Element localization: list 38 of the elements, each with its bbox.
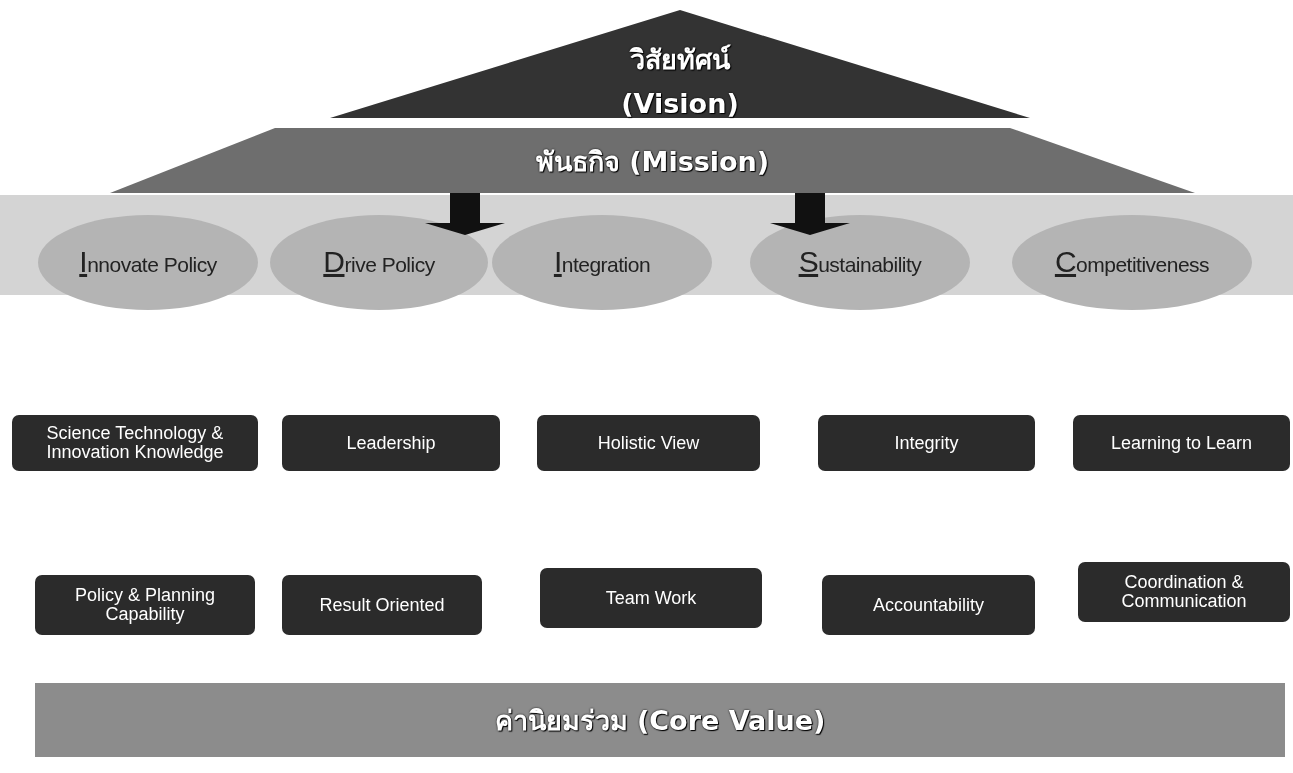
policy-ellipse: [270, 215, 488, 310]
value-box: [818, 415, 1035, 471]
value-label: Learning to Learn: [1109, 433, 1254, 453]
value-box: [1078, 562, 1290, 622]
value-label: Leadership: [345, 433, 437, 453]
policy-ellipse: [492, 215, 712, 310]
heading-label: ค่านิยมร่วม (Core Value): [493, 704, 827, 738]
policy-label: Competitiveness: [1053, 245, 1211, 279]
value-label: Coordination & Communication: [1120, 573, 1248, 611]
value-box: [282, 575, 482, 635]
policy-label: Sustainability: [797, 245, 923, 279]
mission-trapezoid: [110, 128, 1195, 193]
value-box: [12, 415, 258, 471]
arrow: [425, 193, 505, 235]
core-value-bar: [35, 683, 1285, 757]
value-box: [537, 415, 760, 471]
value-box: [35, 575, 255, 635]
heading-label: วิสัยทัศน์ (Vision): [620, 43, 740, 121]
value-box: [1073, 415, 1290, 471]
value-box: [822, 575, 1035, 635]
value-label: Policy & Planning Capability: [73, 586, 217, 624]
value-box: [282, 415, 500, 471]
policy-ellipse: [38, 215, 258, 310]
value-label: Result Oriented: [318, 595, 446, 615]
policy-ellipse: [750, 215, 970, 310]
value-label: Accountability: [871, 595, 986, 615]
vision-triangle: [330, 10, 1030, 118]
value-label: Science Technology & Innovation Knowledge: [45, 424, 225, 462]
policy-label: Integration: [552, 245, 652, 279]
policy-label: Drive Policy: [322, 245, 436, 279]
policy-label: Innovate Policy: [78, 245, 218, 279]
heading-label: พันธกิจ (Mission): [534, 145, 771, 179]
value-label: Team Work: [604, 588, 698, 608]
value-box: [540, 568, 762, 628]
value-label: Holistic View: [596, 433, 701, 453]
value-label: Integrity: [893, 433, 960, 453]
arrow: [770, 193, 850, 235]
policy-ellipse: [1012, 215, 1252, 310]
